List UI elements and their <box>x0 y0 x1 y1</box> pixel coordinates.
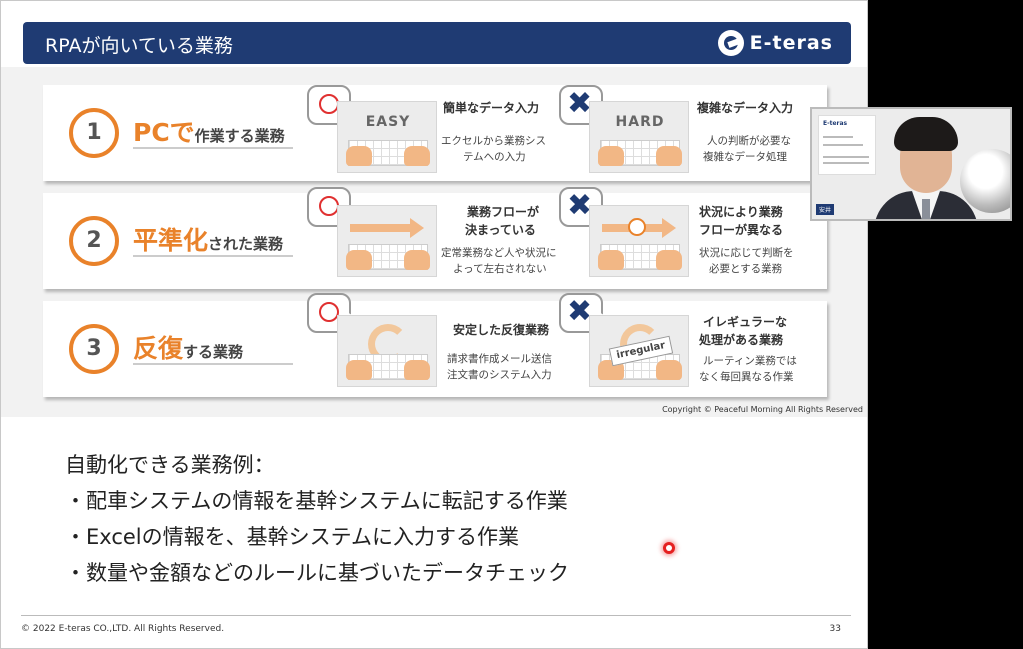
good-text-line: 請求書作成メール送信 <box>447 353 552 365</box>
card-line <box>823 144 863 146</box>
example-item: ・Excelの情報を、基幹システムに入力する作業 <box>65 525 519 549</box>
bad-title-line: フローが異なる <box>699 223 784 237</box>
cross-ng-icon: ✖ <box>567 188 593 223</box>
good-text-line: よって左右されない <box>453 263 547 275</box>
hand-icon <box>346 250 372 270</box>
hand-icon <box>404 250 430 270</box>
panel-word: HARD <box>615 114 665 130</box>
hand-icon <box>404 146 430 166</box>
infographic-copyright: Copyright © Peaceful Morning All Rights … <box>662 405 863 414</box>
slide-title: RPAが向いている業務 <box>45 35 233 57</box>
row-label-emphasis: 平準化 <box>133 226 209 255</box>
eteras-logo: E-teras <box>717 30 833 56</box>
row-repetitive-work: 3 反復する業務 安定した反復業務 請求書作成メール送信 注文書のシステム入力 … <box>43 293 827 397</box>
row-label-rest: 作業する業務 <box>194 127 285 145</box>
hand-icon <box>346 360 372 380</box>
good-title-line: 決まっている <box>465 223 536 237</box>
hand-icon <box>346 146 372 166</box>
logo-sphere <box>960 149 1010 213</box>
automation-examples: 自動化できる業務例： ・配車システムの情報を基幹システムに転記する作業 ・Exc… <box>65 449 569 593</box>
row-number: 1 <box>69 108 119 158</box>
bad-text-line: 状況に応じて判断を <box>699 247 794 259</box>
row-label-emphasis: PCで <box>133 118 195 147</box>
rpa-infographic: 1 PCで作業する業務 EASY 簡単なデータ入力 エクセルから業務シス テムへ… <box>1 67 867 417</box>
cycle-keyboard-panel <box>337 315 437 387</box>
business-card: E-teras <box>818 115 876 175</box>
irregular-keyboard-panel: irregular <box>589 315 689 387</box>
good-title: 簡単なデータ入力 <box>443 101 540 115</box>
row-label-rest: された業務 <box>208 235 284 253</box>
bad-text-line: ルーティン業務では <box>703 355 797 367</box>
card-line <box>823 156 869 158</box>
bad-text-line: 必要とする業務 <box>709 263 783 275</box>
panel-word: EASY <box>365 114 411 130</box>
row-label-emphasis: 反復 <box>133 334 184 363</box>
example-item: ・配車システムの情報を基幹システムに転記する作業 <box>65 489 568 513</box>
cross-ng-icon: ✖ <box>567 294 593 329</box>
examples-title: 自動化できる業務例： <box>65 453 275 477</box>
row-number: 3 <box>69 324 119 374</box>
bad-bubble: ✖ <box>559 187 603 227</box>
good-text-line: 注文書のシステム入力 <box>447 369 552 381</box>
card-logo: E-teras <box>823 120 848 127</box>
presenter <box>874 115 978 219</box>
circle-ok-icon <box>319 302 339 322</box>
good-title: 安定した反復業務 <box>453 323 550 337</box>
footer-copyright: © 2022 E-teras CO.,LTD. All Rights Reser… <box>21 624 225 634</box>
hand-icon <box>656 250 682 270</box>
good-text-line: 定常業務など人や状況に <box>441 247 557 259</box>
black-margin <box>868 0 1023 649</box>
row-number: 2 <box>69 216 119 266</box>
row-underline <box>133 363 293 365</box>
hand-icon <box>598 146 624 166</box>
easy-keyboard-panel: EASY <box>337 101 437 173</box>
card-line <box>823 162 869 164</box>
presenter-hair <box>894 117 958 151</box>
flow-keyboard-panel <box>337 205 437 277</box>
row-label: 平準化された業務 <box>133 221 283 257</box>
hand-icon <box>656 360 682 380</box>
row-underline <box>133 147 293 149</box>
slide-header: RPAが向いている業務 E-teras <box>23 22 851 64</box>
presenter-name-tag: 安井 <box>816 204 835 215</box>
row-label: PCで作業する業務 <box>133 113 285 149</box>
row-label-rest: する業務 <box>183 343 244 361</box>
presenter-tie <box>922 199 930 219</box>
eteras-logo-text: E-teras <box>749 32 833 54</box>
row-label: 反復する業務 <box>133 329 243 365</box>
presentation-slide: RPAが向いている業務 E-teras 1 PCで作業する業務 EASY 簡単な… <box>0 0 868 649</box>
hand-icon <box>598 250 624 270</box>
example-item: ・数量や金額などのルールに基づいたデータチェック <box>65 561 569 585</box>
row-standardized-work: 2 平準化された業務 業務フローが 決まっている 定常業務など人や状況に よって… <box>43 187 827 289</box>
card-line <box>823 136 853 138</box>
footer-divider <box>21 615 851 616</box>
bad-title-line: 状況により業務 <box>699 205 783 219</box>
bad-bubble: ✖ <box>559 293 603 333</box>
presenter-webcam[interactable]: E-teras 安井 <box>810 107 1012 221</box>
good-text-line: エクセルから業務シス <box>441 135 546 147</box>
good-title-line: 業務フローが <box>467 205 540 219</box>
stop-icon <box>628 218 646 236</box>
hard-keyboard-panel: HARD <box>589 101 689 173</box>
bad-text-line: 人の判断が必要な <box>707 135 791 147</box>
row-pc-work: 1 PCで作業する業務 EASY 簡単なデータ入力 エクセルから業務シス テムへ… <box>43 85 827 181</box>
bad-text-line: なく毎回異なる作業 <box>699 371 794 383</box>
hand-icon <box>656 146 682 166</box>
bad-title-line: 処理がある業務 <box>699 333 784 347</box>
page-number: 33 <box>829 624 841 634</box>
hand-icon <box>404 360 430 380</box>
arrow-right-icon <box>350 218 424 238</box>
row-underline <box>133 255 293 257</box>
bad-title: 複雑なデータ入力 <box>697 101 794 115</box>
eteras-logo-icon <box>717 30 744 56</box>
circle-ok-icon <box>319 196 339 216</box>
blocked-flow-keyboard-panel <box>589 205 689 277</box>
good-text-line: テムへの入力 <box>463 151 526 163</box>
bad-text-line: 複雑なデータ処理 <box>703 151 787 163</box>
cross-ng-icon: ✖ <box>567 86 593 121</box>
circle-ok-icon <box>319 94 339 114</box>
laser-pointer <box>663 542 675 554</box>
bad-title-line: イレギュラーな <box>703 315 788 329</box>
